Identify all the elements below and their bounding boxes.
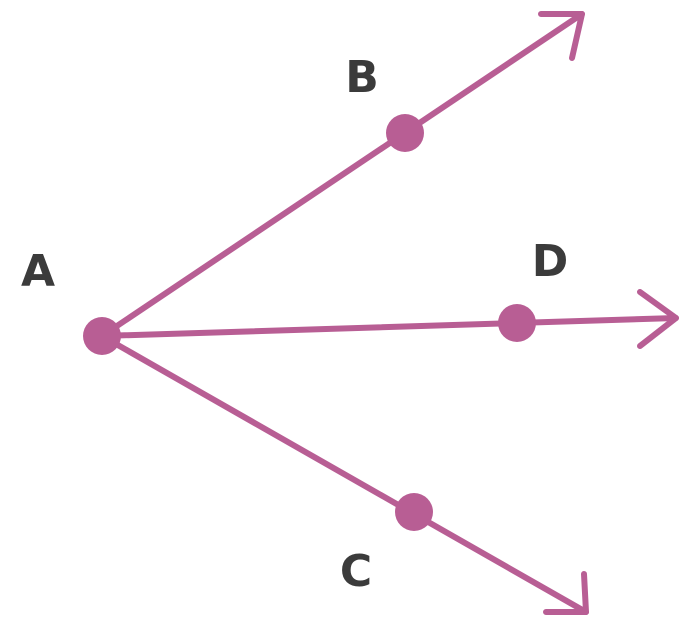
ray-ac-line [99,333,589,615]
ray-ad-line [99,315,679,339]
ray-ab-line [99,11,585,339]
ray-ad [99,289,679,349]
ray-ad-arrowhead [637,289,679,349]
point-d-dot [498,304,536,342]
point-b-label: B [345,52,379,103]
point-c-label: C [340,546,372,597]
ray-ab [99,11,585,339]
ray-ac-arrowhead [543,571,589,615]
ray-ac [99,333,589,615]
point-b-dot [386,114,424,152]
point-a-label: A [21,246,55,297]
ray-ab-arrowhead [538,11,585,61]
point-c-dot [395,493,433,531]
point-a-dot [83,317,121,355]
point-d-label: D [532,236,569,287]
